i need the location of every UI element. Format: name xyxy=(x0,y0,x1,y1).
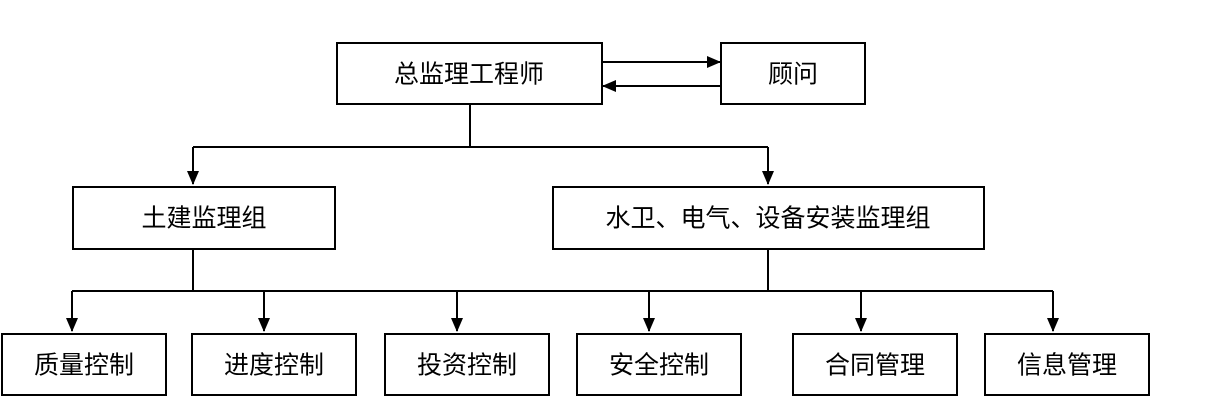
node-civil-group: 土建监理组 xyxy=(72,186,336,250)
node-civil-group-label: 土建监理组 xyxy=(141,204,266,233)
node-advisor-label: 顾问 xyxy=(768,60,818,89)
node-chief-engineer: 总监理工程师 xyxy=(336,42,603,105)
node-quality-control-label: 质量控制 xyxy=(34,351,134,380)
node-investment-control: 投资控制 xyxy=(384,333,550,396)
node-information-management: 信息管理 xyxy=(984,333,1150,396)
node-investment-control-label: 投资控制 xyxy=(417,351,517,380)
node-contract-management-label: 合同管理 xyxy=(825,351,925,380)
node-quality-control: 质量控制 xyxy=(1,333,167,396)
node-safety-control: 安全控制 xyxy=(576,333,742,396)
node-safety-control-label: 安全控制 xyxy=(609,351,709,380)
node-information-management-label: 信息管理 xyxy=(1017,351,1117,380)
node-advisor: 顾问 xyxy=(720,42,866,105)
node-mep-group-label: 水卫、电气、设备安装监理组 xyxy=(605,204,930,233)
connectors xyxy=(66,56,1059,332)
node-mep-group: 水卫、电气、设备安装监理组 xyxy=(552,186,985,250)
node-chief-engineer-label: 总监理工程师 xyxy=(394,60,544,89)
node-schedule-control: 进度控制 xyxy=(191,333,357,396)
node-contract-management: 合同管理 xyxy=(792,333,958,396)
node-schedule-control-label: 进度控制 xyxy=(224,351,324,380)
